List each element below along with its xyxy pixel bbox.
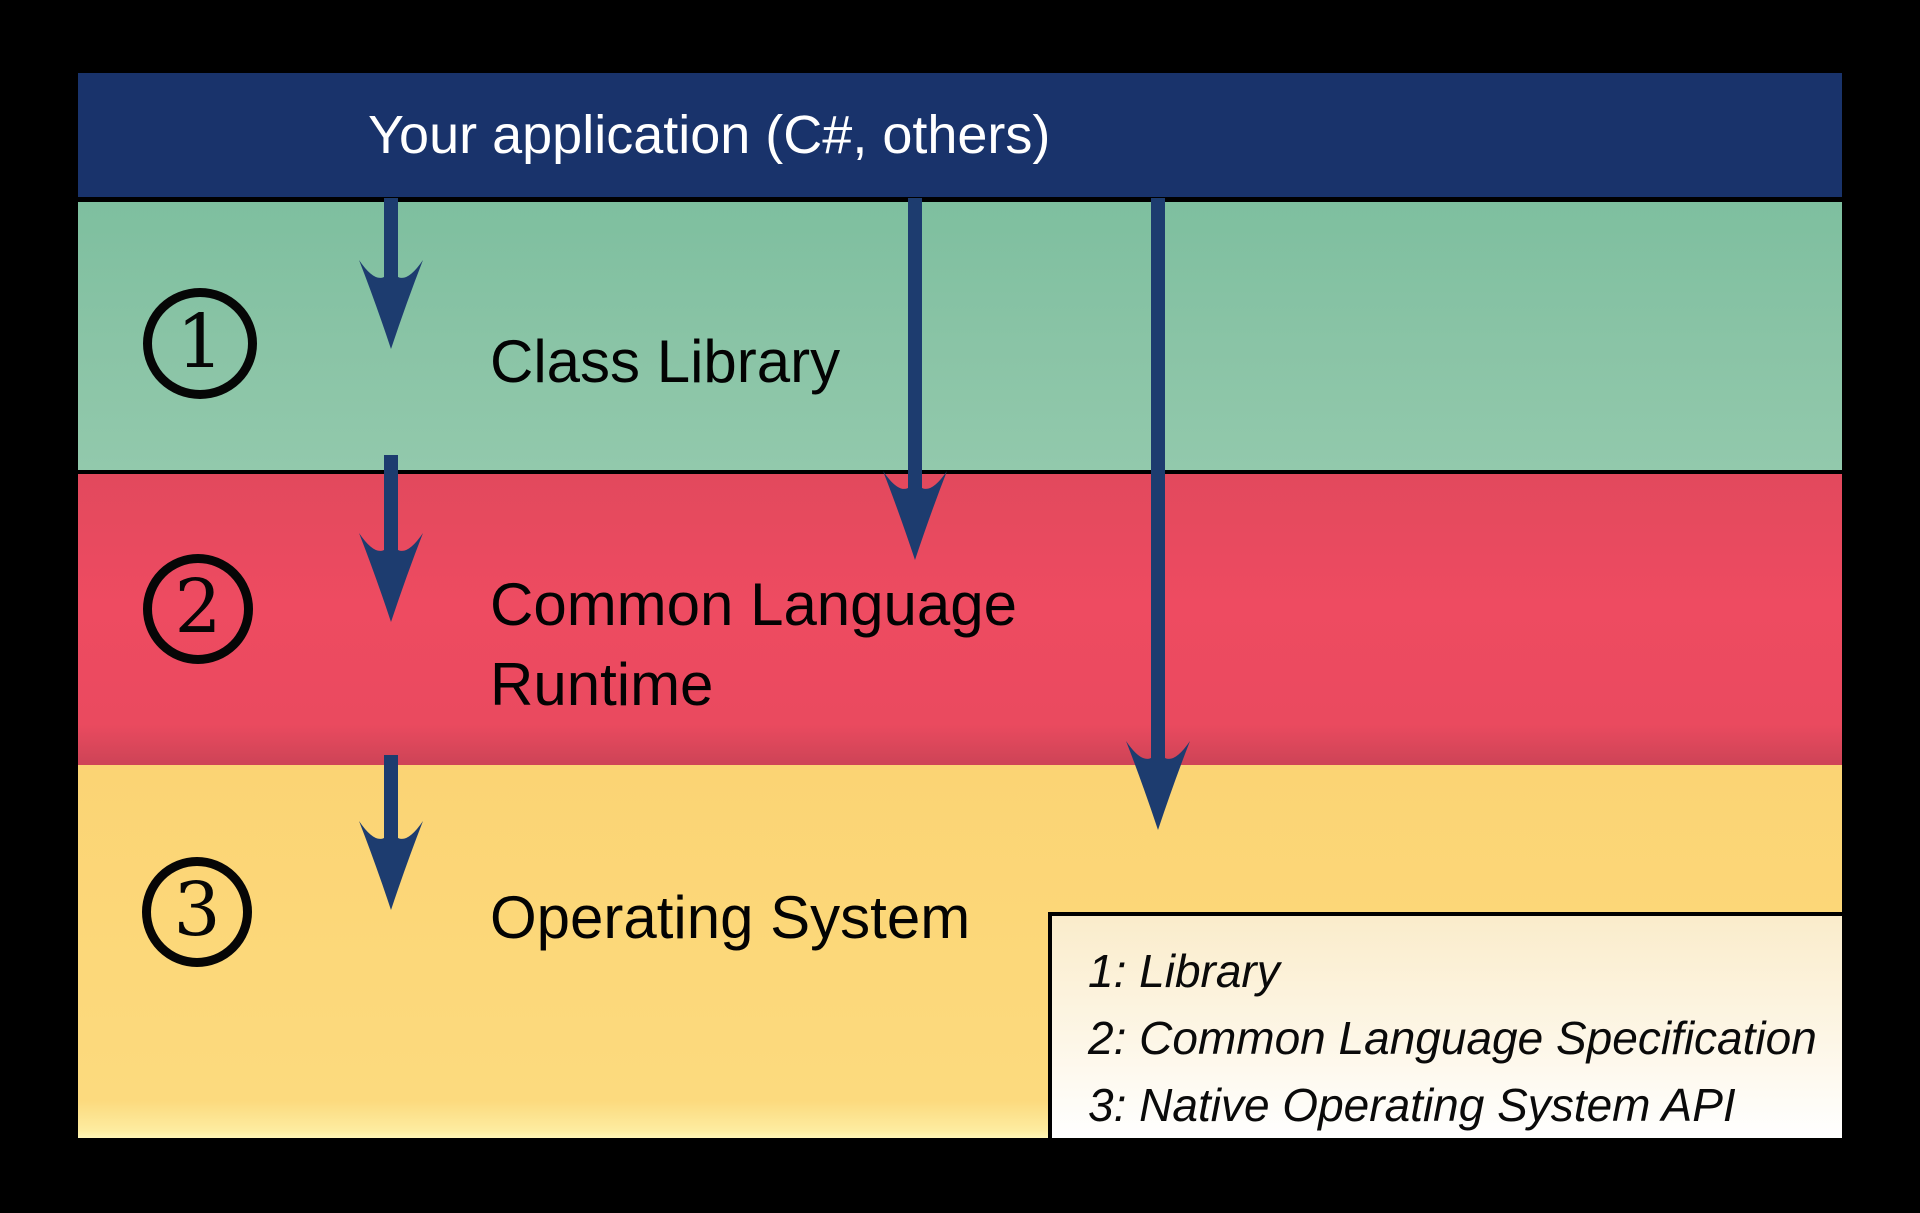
circled-number-2: 2 — [143, 554, 253, 664]
arrow-class-library-to-clr-shape — [359, 455, 423, 622]
legend-item-common-language-specification: 2: Common Language Specification — [1088, 1012, 1817, 1064]
arrow-app-to-clr — [883, 198, 947, 560]
layer-class-library — [78, 202, 1842, 470]
legend-item-native-os-api: 3: Native Operating System API — [1088, 1079, 1736, 1131]
layer-common-language-runtime — [78, 474, 1842, 765]
arrow-app-to-class-library-shape — [359, 198, 423, 349]
class-library-label: Class Library — [490, 328, 841, 395]
circled-number-1-digit: 1 — [176, 298, 224, 385]
circled-number-2-digit: 2 — [174, 564, 222, 650]
arrow-class-library-to-clr — [359, 455, 423, 622]
operating-system-label: Operating System — [490, 884, 971, 951]
arrow-clr-to-operating-system — [359, 755, 423, 910]
divider-line — [78, 470, 1842, 474]
circled-number-3-digit: 3 — [173, 867, 221, 953]
arrow-clr-to-operating-system-shape — [359, 755, 423, 910]
circled-number-3: 3 — [142, 857, 252, 967]
legend-box: 1: Library 2: Common Language Specificat… — [1048, 912, 1842, 1138]
legend-item-library: 1: Library — [1088, 945, 1280, 997]
circled-number-1: 1 — [143, 288, 257, 399]
arrow-app-to-operating-system-shape — [1126, 198, 1190, 830]
arrow-app-to-operating-system — [1126, 198, 1190, 830]
application-bar-label: Your application (C#, others) — [368, 105, 1051, 165]
arrow-app-to-clr-shape — [883, 198, 947, 560]
common-language-runtime-label: Common Language Runtime — [490, 571, 1018, 718]
arrow-app-to-class-library — [359, 198, 423, 349]
application-bar: Your application (C#, others) — [78, 73, 1842, 197]
